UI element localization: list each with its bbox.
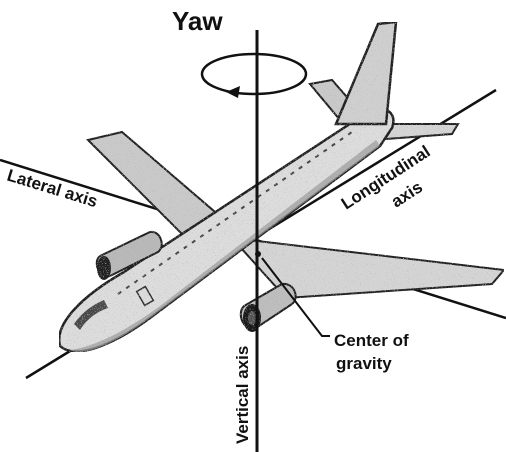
yaw-label: Yaw (172, 6, 223, 36)
airplane (59, 22, 504, 352)
lateral-axis-label: Lateral axis (5, 166, 100, 212)
yaw-rotation-arrow-icon (202, 54, 306, 98)
center-of-gravity-marker (255, 251, 261, 257)
center-of-gravity-label-line1: Center of (334, 331, 409, 350)
vertical-axis-label: Vertical axis (233, 346, 252, 444)
center-of-gravity-label-line2: gravity (336, 354, 392, 373)
vertical-tail (336, 22, 396, 124)
